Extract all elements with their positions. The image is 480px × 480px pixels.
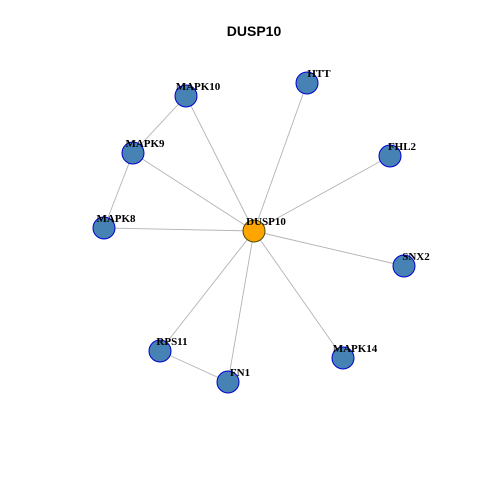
node-label-fhl2: FHL2 [388,141,417,153]
node-htt [295,71,319,95]
node-label-htt: HTT [307,68,331,80]
edge-dusp10-mapk8 [103,227,255,232]
node-label-mapk10: MAPK10 [176,81,221,93]
node-fn1 [216,370,240,394]
node-dusp10 [242,219,266,243]
edge-dusp10-mapk9 [132,152,255,232]
node-label-mapk14: MAPK14 [333,343,378,355]
labels-layer: DUSP10 MAPK10 HTT MAPK9 FHL2MAPK8SNX2RPS11MA… [96,68,430,379]
node-label-dusp10: DUSP10 [246,216,286,228]
edge-dusp10-htt [253,82,308,232]
diagram-title: DUSP10 [227,23,282,39]
node-rps11 [148,339,172,363]
node-mapk10 [174,84,198,108]
node-fhl2 [378,144,402,168]
edge-dusp10-mapk14 [253,230,344,359]
node-mapk14 [331,346,355,370]
node-label-snx2: SNX2 [402,251,430,263]
node-label-mapk9: MAPK9 [125,138,165,150]
edges-layer [103,82,405,383]
edge-dusp10-mapk10 [185,95,255,232]
node-mapk9 [121,141,145,165]
edge-mapk9-mapk8 [103,152,134,229]
edge-dusp10-snx2 [253,230,405,267]
node-mapk8 [92,216,116,240]
nodes-layer [92,71,416,394]
node-label-mapk8: MAPK8 [96,213,136,225]
node-label-fn1: FN1 [230,367,250,379]
edge-dusp10-rps11 [159,230,255,352]
edge-dusp10-fhl2 [253,155,391,232]
edge-dusp10-fn1 [227,230,255,383]
node-snx2 [392,254,416,278]
edge-rps11-fn1 [159,350,229,383]
edge-mapk10-mapk9 [132,95,187,154]
node-label-rps11: RPS11 [156,336,187,348]
